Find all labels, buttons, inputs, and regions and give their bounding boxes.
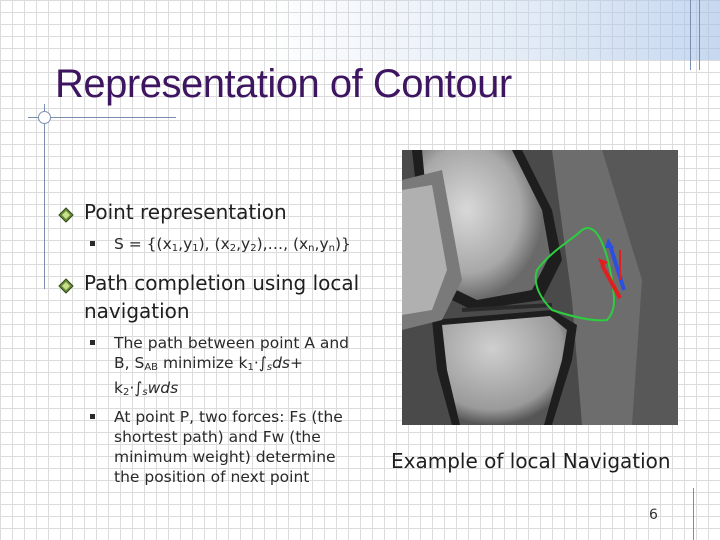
sub-bullet-set-definition: S = {(x1,y1), (x2,y2),…, (xn,yn)} [58, 234, 388, 259]
square-bullet-icon [90, 414, 95, 419]
bullet-point-representation: Point representation [58, 198, 388, 226]
bullet-text-line2: navigation [84, 299, 190, 323]
sub-bullet-two-forces: At point P, two forces: Fs (the shortest… [58, 407, 388, 487]
diamond-bullet-icon [58, 202, 74, 230]
bullet-path-completion: Path completion using local navigation [58, 269, 388, 325]
force-fs-arrow [600, 264, 622, 299]
decor-line-horizontal [28, 117, 176, 118]
square-bullet-icon [90, 241, 95, 246]
sub-bullet-path-minimize: The path between point A and B, SAB mini… [58, 333, 388, 403]
page-number: 6 [649, 507, 658, 523]
decor-circle-icon [38, 111, 51, 124]
diamond-bullet-icon [58, 273, 74, 301]
bullet-text: Point representation [84, 200, 287, 224]
image-caption: Example of local Navigation [391, 449, 671, 473]
knee-mri-image [402, 150, 678, 425]
corner-gradient [260, 0, 720, 60]
force-fw-arrow [608, 244, 626, 291]
bullet-text-line1: Path completion using local [84, 271, 360, 295]
footer-line [693, 488, 694, 540]
corner-decoration [690, 0, 700, 70]
square-bullet-icon [90, 340, 95, 345]
bullet-list: Point representation S = {(x1,y1), (x2,y… [58, 198, 388, 491]
decor-line-vertical [44, 104, 45, 289]
contour-path [534, 227, 615, 322]
slide-title: Representation of Contour [55, 62, 512, 106]
set-text: S = {(x1,y1), (x2,y2),…, (xn,yn)} [114, 235, 351, 254]
